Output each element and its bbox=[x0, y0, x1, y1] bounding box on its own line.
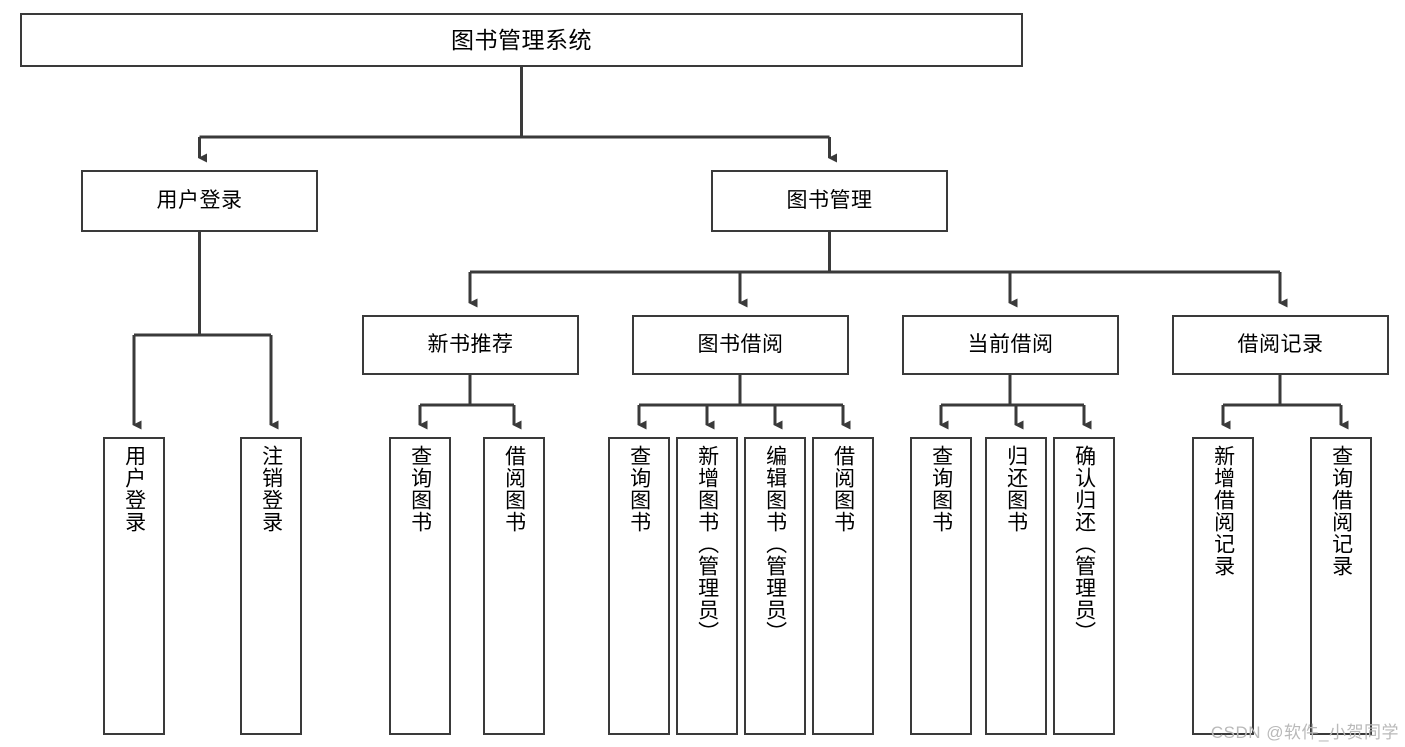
leaf-add-record[interactable]: 新增借阅记录 bbox=[1192, 437, 1254, 735]
node-new-book-rec[interactable]: 新书推荐 bbox=[362, 315, 579, 375]
leaf-query-record[interactable]: 查询借阅记录 bbox=[1310, 437, 1372, 735]
leaf-user-logout[interactable]: 注销登录 bbox=[240, 437, 302, 735]
leaf-user-logout-label: 注销登录 bbox=[259, 445, 283, 533]
node-book-manage-label: 图书管理 bbox=[786, 189, 873, 213]
leaf-borrow-book-2[interactable]: 借阅图书 bbox=[812, 437, 874, 735]
node-root-label: 图书管理系统 bbox=[451, 26, 592, 53]
leaf-query-book-3[interactable]: 查询图书 bbox=[910, 437, 972, 735]
leaf-query-book-2-label: 查询图书 bbox=[627, 445, 651, 533]
watermark: CSDN @软件_小贺同学 bbox=[1210, 723, 1399, 742]
node-user-login-label: 用户登录 bbox=[156, 189, 243, 213]
leaf-query-book-1-label: 查询图书 bbox=[408, 445, 432, 533]
leaf-confirm-return-label: 确认归还（管理员） bbox=[1072, 445, 1096, 643]
leaf-borrow-book-2-label: 借阅图书 bbox=[831, 445, 855, 533]
leaf-borrow-book-1[interactable]: 借阅图书 bbox=[483, 437, 545, 735]
node-root[interactable]: 图书管理系统 bbox=[20, 13, 1023, 67]
leaf-add-book[interactable]: 新增图书（管理员） bbox=[676, 437, 738, 735]
node-book-manage[interactable]: 图书管理 bbox=[711, 170, 948, 232]
node-borrow-record[interactable]: 借阅记录 bbox=[1172, 315, 1389, 375]
leaf-return-book-label: 归还图书 bbox=[1004, 445, 1028, 533]
node-current-borrow[interactable]: 当前借阅 bbox=[902, 315, 1119, 375]
leaf-query-book-2[interactable]: 查询图书 bbox=[608, 437, 670, 735]
node-current-borrow-label: 当前借阅 bbox=[967, 333, 1054, 357]
leaf-query-record-label: 查询借阅记录 bbox=[1329, 445, 1353, 577]
leaf-edit-book-label: 编辑图书（管理员） bbox=[763, 445, 787, 643]
node-new-book-rec-label: 新书推荐 bbox=[427, 333, 514, 357]
leaf-edit-book[interactable]: 编辑图书（管理员） bbox=[744, 437, 806, 735]
leaf-add-record-label: 新增借阅记录 bbox=[1211, 445, 1235, 577]
leaf-query-book-3-label: 查询图书 bbox=[929, 445, 953, 533]
leaf-add-book-label: 新增图书（管理员） bbox=[695, 445, 719, 643]
node-borrow-record-label: 借阅记录 bbox=[1237, 333, 1324, 357]
leaf-return-book[interactable]: 归还图书 bbox=[985, 437, 1047, 735]
node-book-borrow-label: 图书借阅 bbox=[697, 333, 784, 357]
leaf-user-login-label: 用户登录 bbox=[122, 445, 146, 533]
leaf-confirm-return[interactable]: 确认归还（管理员） bbox=[1053, 437, 1115, 735]
node-book-borrow[interactable]: 图书借阅 bbox=[632, 315, 849, 375]
leaf-user-login[interactable]: 用户登录 bbox=[103, 437, 165, 735]
leaf-query-book-1[interactable]: 查询图书 bbox=[389, 437, 451, 735]
node-user-login[interactable]: 用户登录 bbox=[81, 170, 318, 232]
leaf-borrow-book-1-label: 借阅图书 bbox=[502, 445, 526, 533]
